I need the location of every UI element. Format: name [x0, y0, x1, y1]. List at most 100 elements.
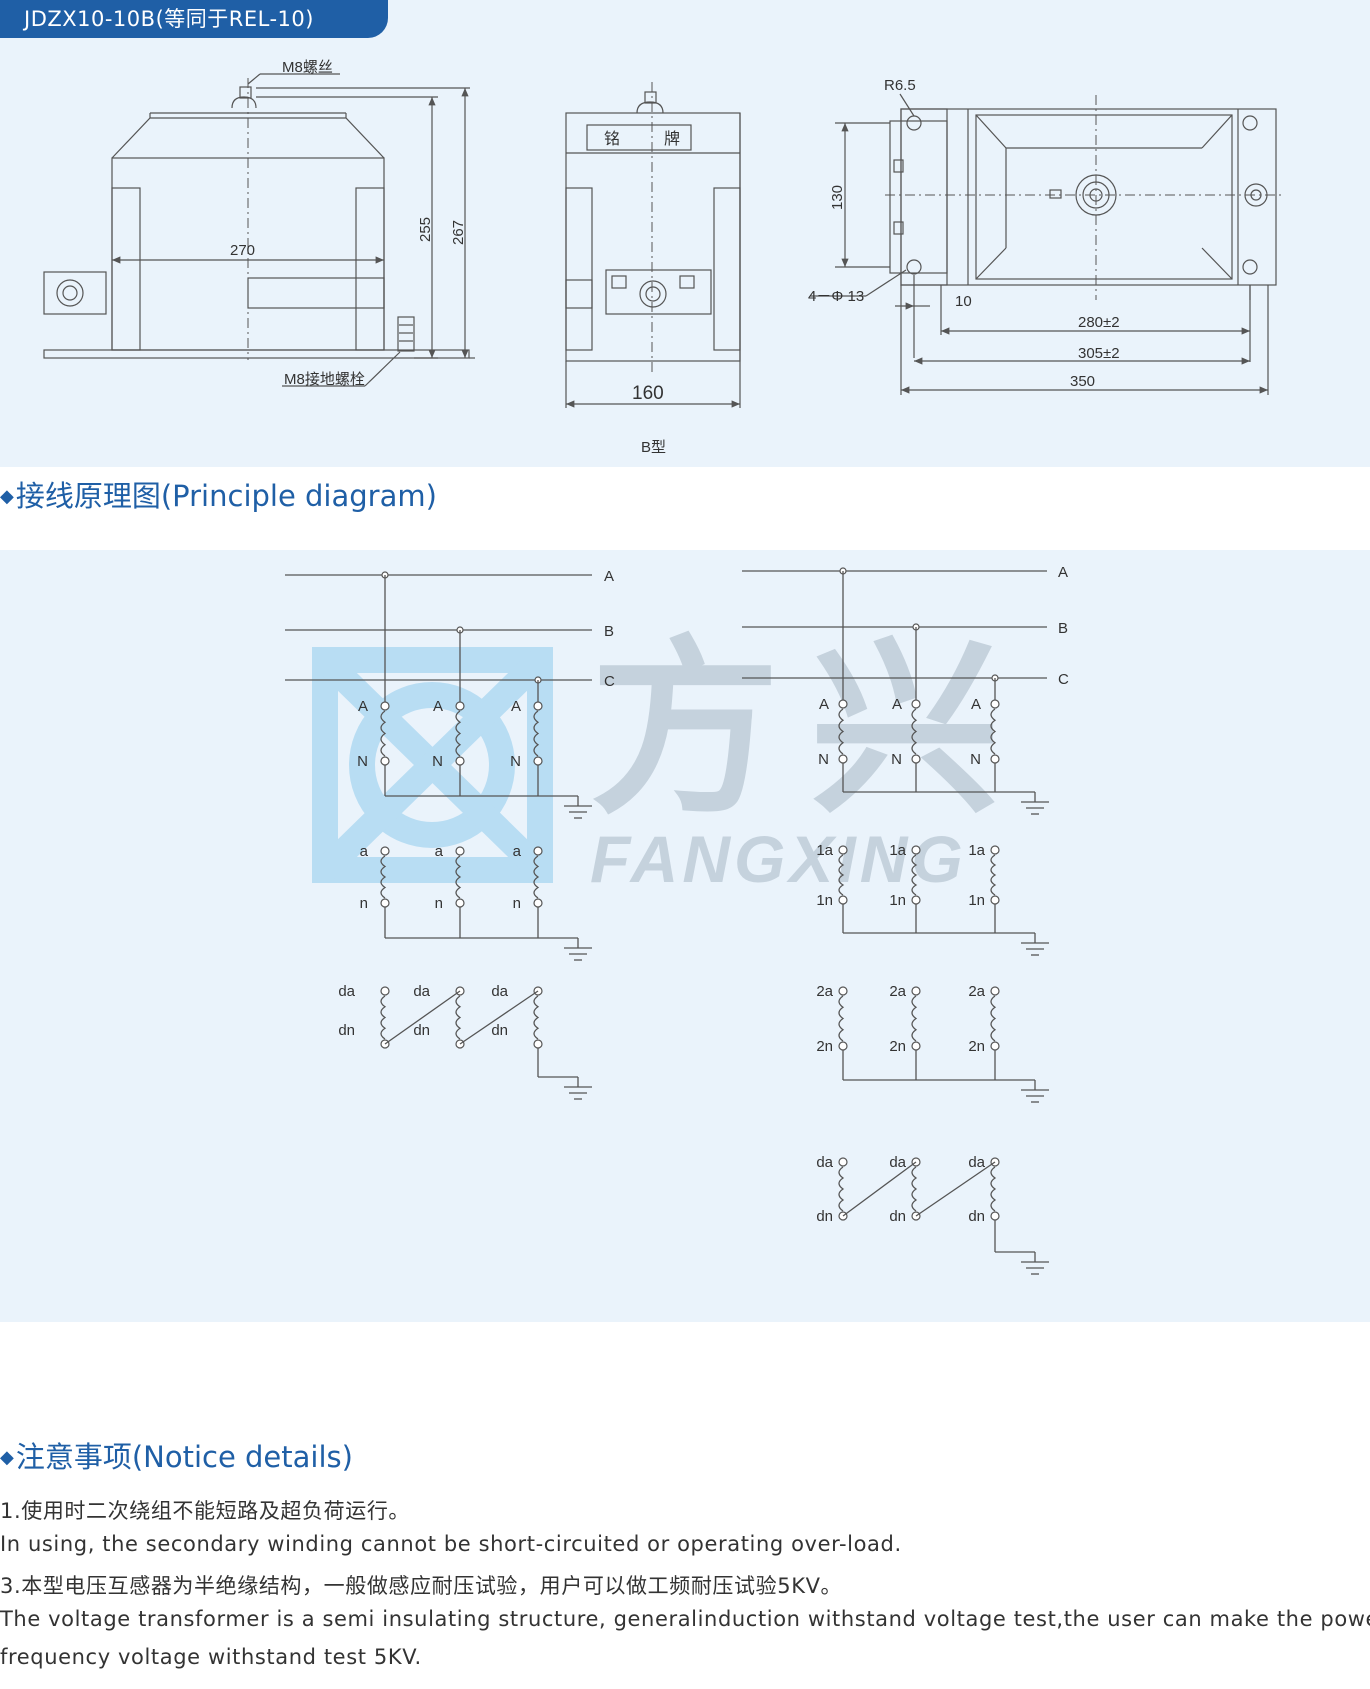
side-view: [565, 82, 741, 408]
dim-350-label: 350: [1070, 373, 1095, 390]
winding-coil: [455, 855, 462, 899]
front-view: [43, 73, 475, 387]
open-delta-link: [915, 1161, 996, 1217]
winding-coil: [990, 1166, 997, 1212]
winding-coil: [455, 710, 462, 757]
dimension-drawing: M8螺丝 M8接地螺栓 270 255 267 铭 牌 160 B型: [43, 59, 1285, 456]
open-delta-link: [384, 990, 461, 1045]
winding-terminal: [911, 895, 921, 905]
terminal-node: [533, 1039, 543, 1049]
winding-top-label: A: [971, 696, 981, 713]
winding-bottom-label: N: [357, 753, 368, 770]
holes-label: 4－Φ 13: [808, 288, 864, 305]
notice-line-1: 1.使用时二次绕组不能短路及超负荷运行。: [0, 1499, 411, 1523]
dim-10-label: 10: [955, 293, 972, 310]
terminal-node: [380, 986, 390, 996]
radius-label: R6.5: [884, 77, 916, 94]
winding-coil: [455, 995, 462, 1040]
residual-top-label: da: [816, 1154, 833, 1171]
winding-terminal: [911, 699, 921, 709]
winding-terminal: [380, 756, 390, 766]
winding-top-label: a: [360, 843, 369, 860]
dim-267-label: 267: [450, 220, 467, 245]
open-delta-link: [842, 1161, 917, 1217]
ground-bolt-label: M8接地螺栓: [284, 371, 365, 388]
dim-130-label: 130: [829, 185, 846, 210]
winding-coil: [533, 710, 540, 757]
winding-terminal: [455, 846, 465, 856]
winding-terminal: [838, 986, 848, 996]
winding-terminal: [990, 754, 1000, 764]
winding-coil: [990, 708, 997, 755]
winding-coil: [911, 1166, 918, 1212]
residual-bottom-label: dn: [338, 1022, 355, 1039]
wiring-lines: [285, 567, 1049, 1275]
phase-label: B: [604, 623, 614, 640]
winding-top-label: 2a: [816, 983, 833, 1000]
winding-terminal: [838, 754, 848, 764]
notice-section-title: ◆注意事项(Notice details): [0, 1440, 353, 1474]
winding-bottom-label: n: [360, 895, 368, 912]
winding-bottom-label: N: [891, 751, 902, 768]
winding-terminal: [380, 898, 390, 908]
winding-terminal: [455, 898, 465, 908]
winding-terminal: [533, 898, 543, 908]
winding-top-label: A: [433, 698, 443, 715]
winding-coil: [911, 708, 918, 755]
dim-280-label: 280±2: [1078, 314, 1120, 331]
watermark-english-text: FANGXING: [590, 822, 967, 896]
winding-coil: [533, 995, 540, 1040]
notice-line-5: frequency voltage withstand test 5KV.: [0, 1645, 422, 1669]
winding-terminal: [380, 701, 390, 711]
residual-bottom-label: dn: [816, 1208, 833, 1225]
notice-line-2: In using, the secondary winding cannot b…: [0, 1532, 902, 1556]
winding-terminal: [838, 845, 848, 855]
phase-label: A: [1058, 564, 1068, 581]
winding-terminal: [380, 846, 390, 856]
winding-terminal: [911, 986, 921, 996]
diamond-bullet-icon: ◆: [0, 486, 14, 507]
phase-label: B: [1058, 620, 1068, 637]
winding-terminal: [911, 845, 921, 855]
winding-bottom-label: 2n: [968, 1038, 985, 1055]
winding-coil: [380, 855, 387, 899]
phase-label: C: [1058, 671, 1069, 688]
winding-terminal: [990, 699, 1000, 709]
top-view: [810, 93, 1285, 395]
wiring-labels: ABCANanANanANandadndadndadnABCAN1a1n2a2n…: [338, 564, 1069, 1225]
open-delta-link: [459, 990, 539, 1045]
phase-label: A: [604, 568, 614, 585]
terminal-node: [838, 1157, 848, 1167]
winding-bottom-label: 2n: [889, 1038, 906, 1055]
winding-top-label: A: [358, 698, 368, 715]
principle-section-title: ◆接线原理图(Principle diagram): [0, 479, 437, 513]
winding-bottom-label: N: [510, 753, 521, 770]
winding-terminal: [911, 754, 921, 764]
residual-bottom-label: dn: [889, 1208, 906, 1225]
winding-terminal: [838, 895, 848, 905]
winding-coil: [911, 854, 918, 896]
dim-270-label: 270: [230, 242, 255, 259]
winding-coil: [990, 995, 997, 1042]
winding-bottom-label: 1n: [889, 892, 906, 909]
principle-diagram-panel: [0, 550, 1370, 1322]
residual-bottom-label: dn: [968, 1208, 985, 1225]
model-tab: JDZX10-10B(等同于REL-10): [0, 0, 388, 38]
winding-bottom-label: N: [818, 751, 829, 768]
nameplate-right-char: 牌: [664, 130, 680, 148]
winding-coil: [380, 710, 387, 757]
winding-coil: [533, 855, 540, 899]
winding-terminal: [533, 701, 543, 711]
residual-top-label: da: [413, 983, 430, 1000]
phase-label: C: [604, 673, 615, 690]
notice-line-3: 3.本型电压互感器为半绝缘结构，一般做感应耐压试验，用户可以做工频耐压试验5KV…: [0, 1574, 843, 1598]
winding-top-label: 1a: [968, 842, 985, 859]
winding-coil: [838, 854, 845, 896]
residual-bottom-label: dn: [413, 1022, 430, 1039]
winding-top-label: 2a: [968, 983, 985, 1000]
fangxing-logo-icon: [312, 647, 553, 883]
winding-bottom-label: n: [435, 895, 443, 912]
winding-coil: [838, 1166, 845, 1212]
winding-top-label: 1a: [889, 842, 906, 859]
